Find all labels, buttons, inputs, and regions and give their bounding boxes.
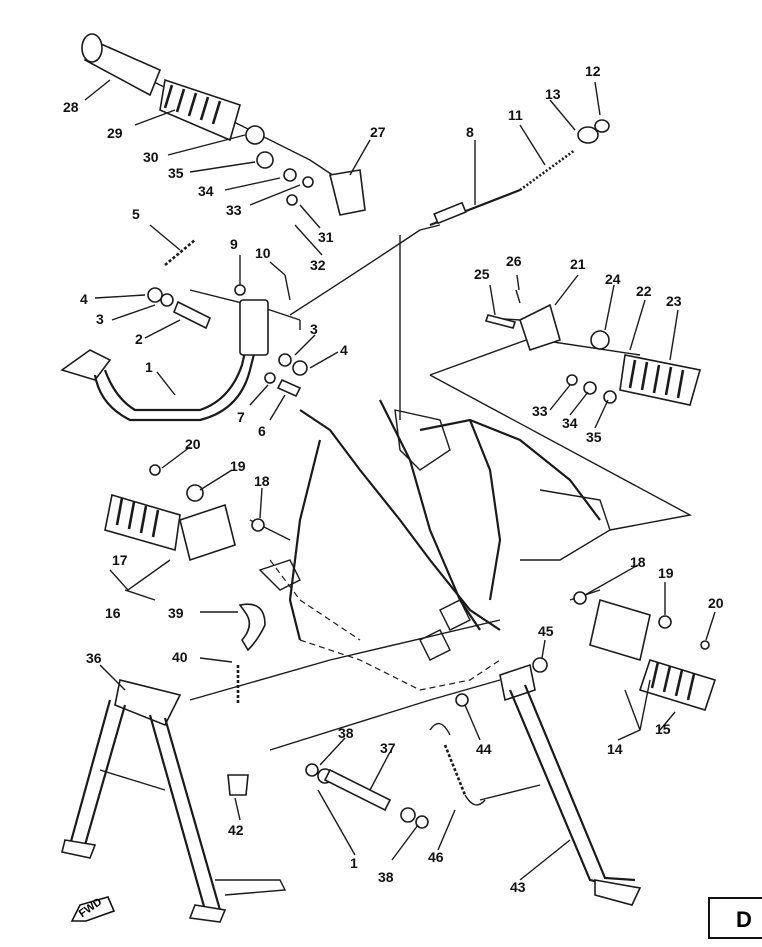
small-hardware xyxy=(147,274,521,398)
callout-40: 40 xyxy=(172,649,188,665)
pivot-shaft xyxy=(305,763,429,829)
callout-44: 44 xyxy=(476,741,492,757)
callout-36: 36 xyxy=(86,650,102,666)
callout-11: 11 xyxy=(508,107,523,123)
page-tag-text: D xyxy=(736,907,752,932)
callout-25: 25 xyxy=(474,266,490,282)
callout-19a: 19 xyxy=(230,458,246,474)
callout-5: 5 xyxy=(132,206,140,222)
callout-45: 45 xyxy=(538,623,554,639)
center-stand xyxy=(61,679,287,923)
callout-30: 30 xyxy=(143,149,159,165)
callout-4b: 4 xyxy=(340,342,348,358)
callout-20a: 20 xyxy=(185,436,201,452)
callout-32: 32 xyxy=(310,257,326,273)
callout-34a: 34 xyxy=(198,183,214,199)
callout-3a: 3 xyxy=(96,311,104,327)
left-rider-footrest xyxy=(104,464,265,562)
callout-4a: 4 xyxy=(80,291,88,307)
callout-42: 42 xyxy=(228,822,244,838)
forward-arrow-icon xyxy=(70,896,116,922)
frame xyxy=(258,235,611,691)
callout-6: 6 xyxy=(258,423,266,439)
callout-17: 17 xyxy=(112,552,128,568)
right-footrest xyxy=(489,303,702,406)
callout-22: 22 xyxy=(636,283,652,299)
callout-43: 43 xyxy=(510,879,526,895)
callout-33b: 33 xyxy=(532,403,548,419)
callout-28: 28 xyxy=(63,99,79,115)
callout-1b: 1 xyxy=(350,855,358,871)
callout-14: 14 xyxy=(607,741,623,757)
callout-35b: 35 xyxy=(586,429,602,445)
callout-33a: 33 xyxy=(226,202,242,218)
shift-rod xyxy=(429,119,610,227)
callout-29: 29 xyxy=(107,125,123,141)
callout-20b: 20 xyxy=(708,595,724,611)
callout-18b: 18 xyxy=(630,554,646,570)
side-stand xyxy=(455,657,642,906)
callout-35a: 35 xyxy=(168,165,184,181)
callout-1a: 1 xyxy=(145,359,153,375)
callout-34b: 34 xyxy=(562,415,578,431)
callout-15: 15 xyxy=(655,721,671,737)
callout-10: 10 xyxy=(255,245,271,261)
callout-12: 12 xyxy=(585,63,601,79)
callout-26: 26 xyxy=(506,253,522,269)
callout-19b: 19 xyxy=(658,565,674,581)
callout-46: 46 xyxy=(428,849,444,865)
callout-39: 39 xyxy=(168,605,184,621)
callout-24: 24 xyxy=(605,271,621,287)
callout-13: 13 xyxy=(545,86,561,102)
callout-27: 27 xyxy=(370,124,386,140)
callout-7: 7 xyxy=(237,409,245,425)
callout-2: 2 xyxy=(135,331,143,347)
callout-9: 9 xyxy=(230,236,238,252)
callout-8: 8 xyxy=(466,124,474,140)
callout-31: 31 xyxy=(318,229,334,245)
springs xyxy=(164,239,486,806)
leader-lines xyxy=(84,79,716,881)
brake-pedal xyxy=(60,299,269,422)
callout-18a: 18 xyxy=(254,473,270,489)
callout-23: 23 xyxy=(666,293,682,309)
callout-38b: 38 xyxy=(378,869,394,885)
callout-3b: 3 xyxy=(310,321,318,337)
page-tag: D xyxy=(708,897,762,939)
left-footrest xyxy=(81,33,366,216)
callout-21: 21 xyxy=(570,256,586,272)
right-passenger-footrest xyxy=(573,591,717,711)
callout-16: 16 xyxy=(105,605,121,621)
callout-37: 37 xyxy=(380,740,396,756)
callout-38a: 38 xyxy=(338,725,354,741)
